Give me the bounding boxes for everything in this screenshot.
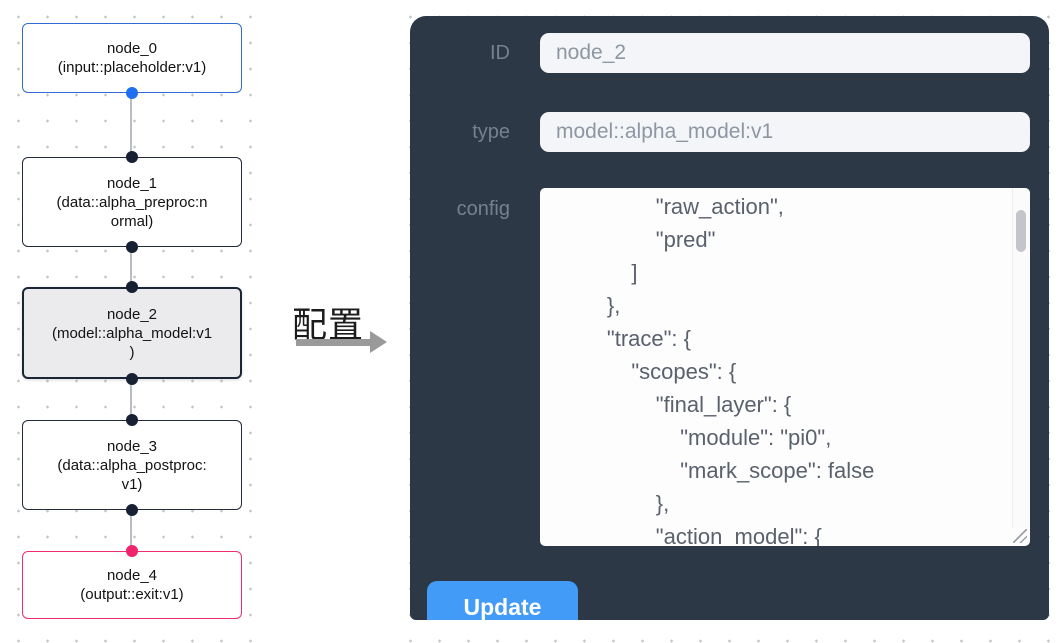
port-node3-source-icon[interactable] [126, 504, 138, 516]
id-field-label: ID [490, 42, 510, 64]
type-field-label: type [472, 121, 510, 143]
port-node1-source-icon[interactable] [126, 241, 138, 253]
edge-node1-node2 [130, 247, 132, 287]
annotation-config-label: 配置 [292, 306, 365, 345]
id-input[interactable]: node_2 [540, 33, 1030, 73]
config-field-label: config [456, 198, 510, 220]
edge-node3-node4 [130, 510, 132, 551]
config-scrollbar-thumb[interactable] [1016, 210, 1026, 252]
flow-node-node_3[interactable]: node_3 (data::alpha_postproc: v1) [22, 420, 242, 510]
port-node1-target-icon[interactable] [126, 151, 138, 163]
port-node2-source-icon[interactable] [126, 373, 138, 385]
port-node0-source-icon[interactable] [126, 87, 138, 99]
update-button[interactable]: Update [427, 581, 578, 620]
port-node2-target-icon[interactable] [126, 281, 138, 293]
edge-node0-node1 [130, 93, 132, 157]
flow-node-node_2[interactable]: node_2 (model::alpha_model:v1 ) [22, 287, 242, 379]
textarea-resize-grip-icon[interactable] [1013, 529, 1027, 543]
edge-node2-node3 [130, 379, 132, 420]
config-scrollbar[interactable] [1012, 188, 1030, 528]
flow-node-node_0[interactable]: node_0 (input::placeholder:v1) [22, 23, 242, 93]
flow-node-node_4[interactable]: node_4 (output::exit:v1) [22, 551, 242, 619]
config-textarea[interactable]: "raw_action", "pred" ] }, "trace": { "sc… [540, 188, 1030, 546]
annotation-arrow-icon [296, 339, 372, 346]
flow-node-node_1[interactable]: node_1 (data::alpha_preproc:n ormal) [22, 157, 242, 247]
node-config-panel: ID node_2 type model::alpha_model:v1 con… [410, 16, 1049, 620]
config-json-text: "raw_action", "pred" ] }, "trace": { "sc… [606, 194, 875, 546]
annotation-arrowhead-icon [370, 331, 387, 353]
port-node4-target-icon[interactable] [126, 545, 138, 557]
type-input[interactable]: model::alpha_model:v1 [540, 112, 1030, 152]
port-node3-target-icon[interactable] [126, 414, 138, 426]
